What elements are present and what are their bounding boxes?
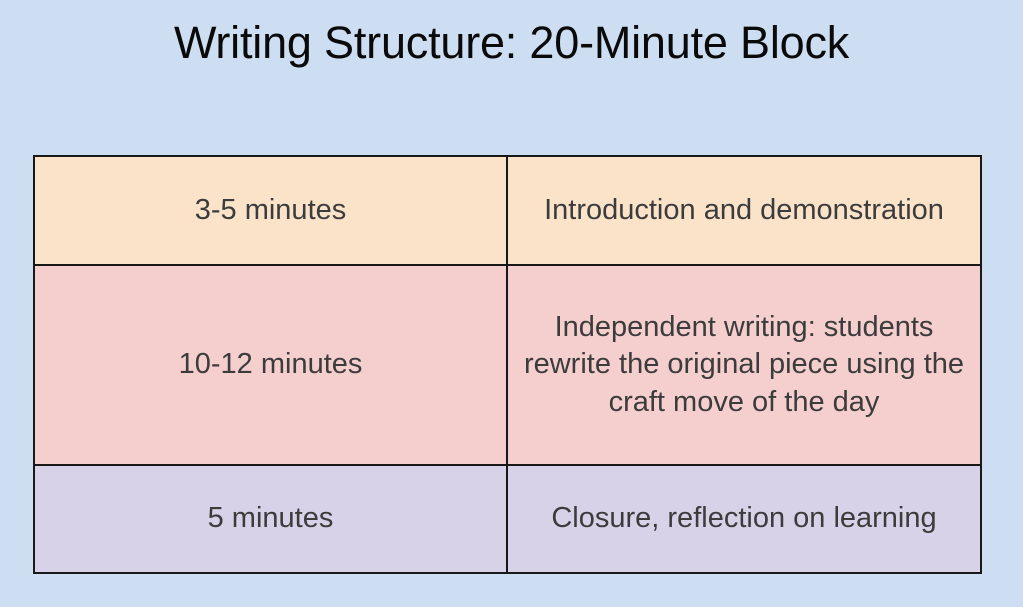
duration-text: 10-12 minutes [178,348,363,381]
writing-structure-table: 3-5 minutes Introduction and demonstrati… [33,155,982,574]
duration-cell: 10-12 minutes [33,264,508,466]
duration-text: 3-5 minutes [194,193,347,226]
activity-cell: Independent writing: students rewrite th… [506,264,982,466]
duration-cell: 3-5 minutes [33,155,508,266]
table-row: 5 minutes Closure, reflection on learnin… [33,464,982,574]
activity-cell: Introduction and demonstration [506,155,982,266]
activity-cell: Closure, reflection on learning [506,464,982,574]
duration-text: 5 minutes [207,502,334,535]
duration-cell: 5 minutes [33,464,508,574]
activity-text: Closure, reflection on learning [551,502,937,535]
table-row: 3-5 minutes Introduction and demonstrati… [33,155,982,266]
table-row: 10-12 minutes Independent writing: stude… [33,264,982,466]
activity-text: Introduction and demonstration [544,193,944,226]
activity-text: Independent writing: students rewrite th… [523,311,965,418]
page-title: Writing Structure: 20-Minute Block [173,17,850,68]
